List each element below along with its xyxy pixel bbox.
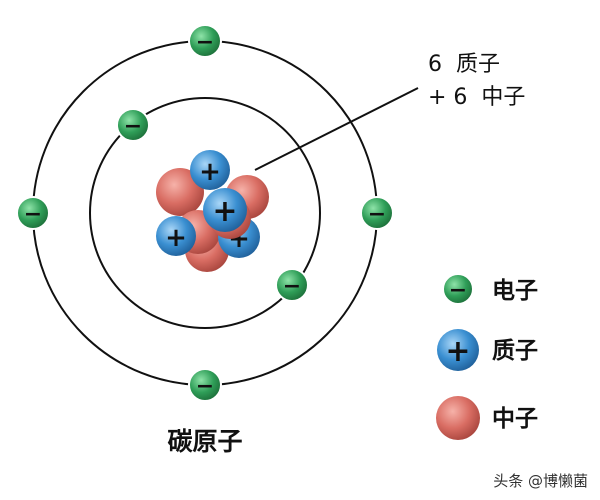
- legend-label-neutron: 中子: [492, 406, 538, 432]
- legend-item-neutron: 中子: [436, 396, 538, 440]
- electron-sign: −: [24, 202, 42, 227]
- inner-orbit: [89, 97, 321, 329]
- proton-sign: +: [199, 157, 221, 187]
- diagram-title: 碳原子: [167, 427, 242, 456]
- electron: −: [188, 368, 222, 402]
- proton: +: [156, 216, 196, 256]
- legend-label-electron: 电子: [492, 278, 538, 304]
- electron-sign: −: [196, 374, 214, 399]
- neutron: [156, 168, 204, 216]
- proton: +: [203, 188, 247, 232]
- electron-sign: −: [124, 114, 142, 139]
- electron-sign: −: [449, 278, 467, 303]
- proton-sign: +: [212, 194, 237, 229]
- electron: −: [360, 196, 394, 230]
- proton-legend-icon: [437, 329, 479, 371]
- electron: −: [188, 24, 222, 58]
- legend: − 电子 + 质子 中子: [436, 273, 538, 440]
- electron: −: [275, 268, 309, 302]
- proton-sign: +: [445, 334, 470, 369]
- electron-sign: −: [368, 202, 386, 227]
- annotation-pointer-line: [254, 87, 419, 171]
- legend-item-electron: − 电子: [442, 273, 538, 305]
- annotation-neutrons: + 6 中子: [428, 85, 525, 110]
- electron-sign: −: [196, 30, 214, 55]
- neutron-legend-icon: [436, 396, 480, 440]
- legend-item-proton: + 质子: [437, 329, 538, 371]
- legend-label-proton: 质子: [492, 338, 538, 364]
- electron: −: [16, 196, 50, 230]
- electron-legend-icon: [442, 273, 474, 305]
- electron-sign: −: [283, 274, 301, 299]
- electron: −: [116, 108, 150, 142]
- watermark: 头条 @博懒菌: [493, 472, 588, 490]
- annotation-protons: 6 质子: [428, 52, 500, 77]
- proton: +: [190, 150, 230, 190]
- nucleus: + + + +: [156, 150, 269, 272]
- proton-sign: +: [165, 223, 187, 253]
